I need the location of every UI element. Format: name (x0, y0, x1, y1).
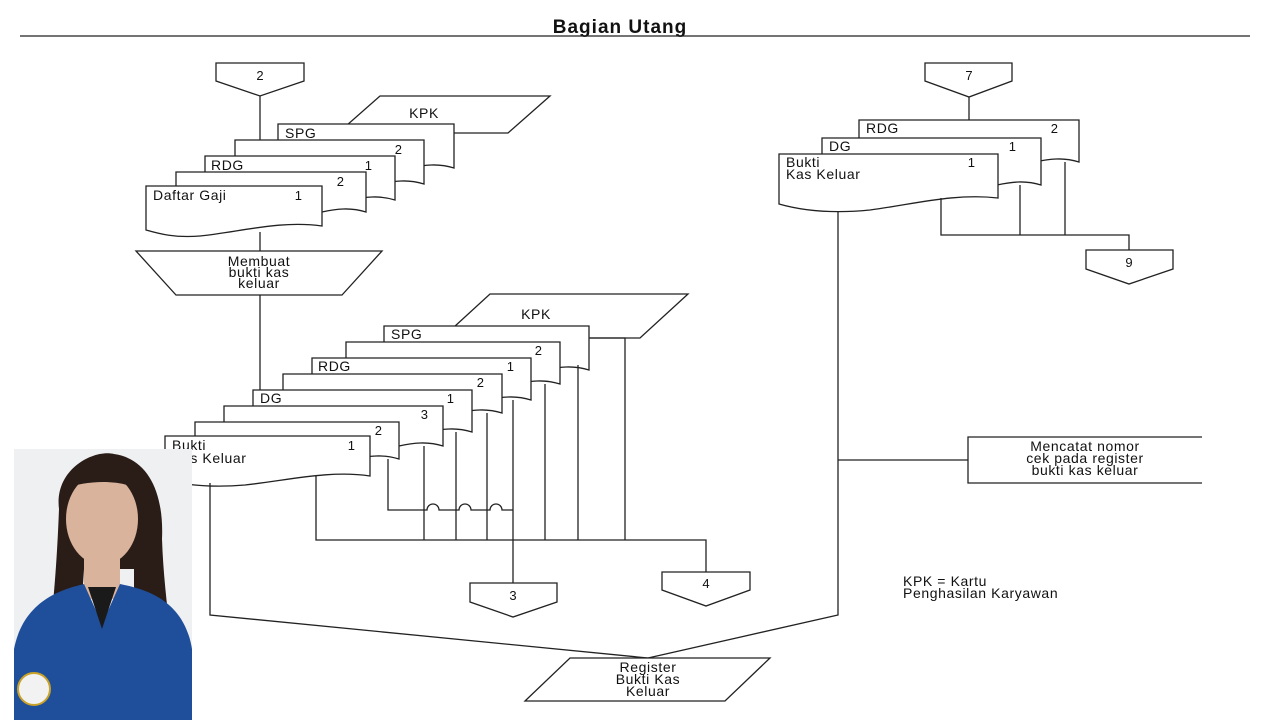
rdg-label: RDG (866, 120, 899, 136)
operation-line-3: bukti kas keluar (1032, 462, 1139, 478)
spg-label: SPG (285, 125, 316, 141)
doc-daftar-gaji: Daftar Gaji 1 (145, 185, 323, 238)
flow-line (387, 459, 424, 511)
register-line-1: Register (620, 659, 677, 675)
bukti-line-1: Bukti (786, 154, 820, 170)
legend-line-2: Penghasilan Karyawan (903, 585, 1058, 601)
page-title: Bagian Utang (553, 17, 687, 38)
spg-label: SPG (391, 326, 422, 342)
copy-number: 2 (375, 423, 382, 438)
process-line-1: Membuat (228, 253, 291, 269)
copy-number: 2 (395, 142, 402, 157)
operation-line-2: cek pada register (1026, 450, 1144, 466)
connector-7: 7 (924, 62, 1013, 98)
copy-number: 2 (535, 343, 542, 358)
copy-number: 1 (1009, 139, 1016, 154)
copy-number: 1 (348, 438, 355, 453)
flow-line (424, 503, 456, 511)
copy-number: 1 (365, 158, 372, 173)
flow-line (590, 337, 626, 540)
doc-bukti-kas-keluar-1: Bukti Kas Keluar 1 (164, 435, 371, 487)
flow-line (647, 210, 839, 659)
dg-label: DG (260, 390, 282, 406)
connector-2-label: 2 (256, 68, 263, 83)
kpk-label: KPK (409, 105, 439, 121)
connector-9: 9 (1085, 249, 1174, 285)
rdg-label: RDG (318, 358, 351, 374)
kpk-label: KPK (521, 306, 551, 322)
connector-4-label: 4 (702, 576, 709, 591)
doc-bukti-kas-keluar-2: Bukti Kas Keluar 1 (778, 153, 999, 213)
copy-number: 2 (337, 174, 344, 189)
presenter-avatar (14, 449, 192, 720)
daftar-gaji-label: Daftar Gaji (153, 187, 227, 203)
flow-line (487, 503, 513, 511)
copy-number: 3 (421, 407, 428, 422)
operation-line-1: Mencatat nomor (1030, 438, 1140, 454)
flow-line (456, 503, 487, 511)
connector-2: 2 (215, 62, 305, 97)
process-line-3: keluar (238, 275, 280, 291)
university-emblem-icon (17, 672, 51, 706)
connector-3-label: 3 (509, 588, 516, 603)
operation-mencatat-nomor: Mencatat nomor cek pada register bukti k… (967, 436, 1202, 484)
register-line-3: Keluar (626, 683, 670, 699)
rdg-label: RDG (211, 157, 244, 173)
flow-line (940, 198, 1130, 250)
bukti-line-2: Kas Keluar (786, 166, 860, 182)
flow-line (315, 476, 707, 572)
register-line-2: Bukti Kas (616, 671, 681, 687)
register-bukti-kas-keluar: Register Bukti Kas Keluar (523, 657, 772, 702)
connector-7-label: 7 (965, 68, 972, 83)
dg-label: DG (829, 138, 851, 154)
process-membuat-bukti: Membuat bukti kas keluar (134, 250, 384, 296)
connector-9-label: 9 (1125, 255, 1132, 270)
process-line-2: bukti kas (229, 264, 290, 280)
copy-number: 2 (1051, 121, 1058, 136)
copy-number: 2 (477, 375, 484, 390)
copy-number: 1 (968, 155, 975, 170)
legend-line-1: KPK = Kartu (903, 573, 987, 589)
connector-3: 3 (469, 582, 558, 618)
flow-line (209, 483, 649, 659)
copy-number: 1 (295, 188, 302, 203)
presenter-webcam (14, 449, 192, 720)
connector-4: 4 (661, 571, 751, 607)
copy-number: 1 (447, 391, 454, 406)
copy-number: 1 (507, 359, 514, 374)
